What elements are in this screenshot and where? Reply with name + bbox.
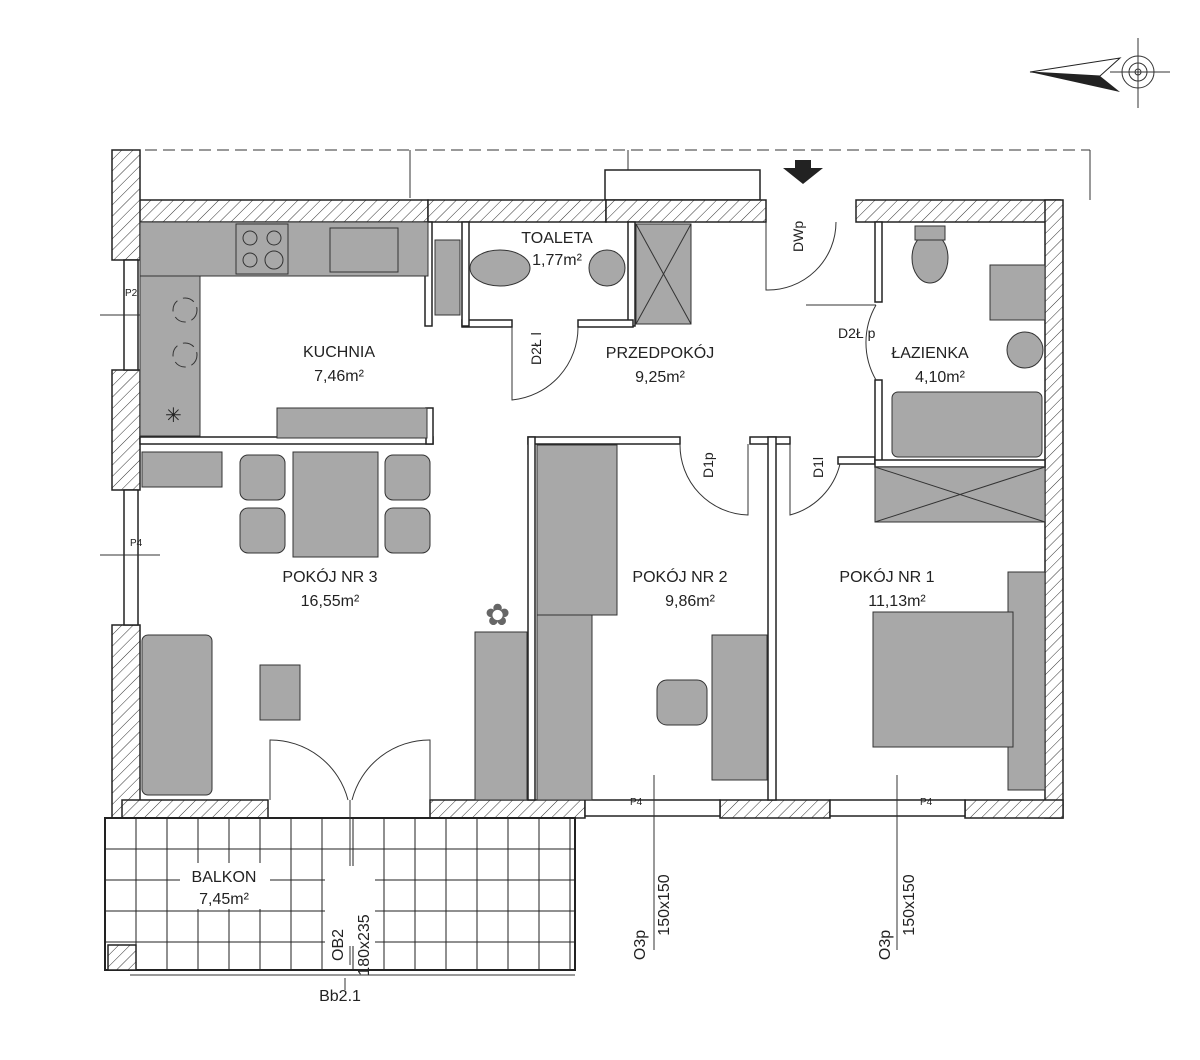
exterior-dashed-outline [145,149,1091,201]
washbasin-icon [588,249,626,287]
bathtub-icon [891,391,1043,458]
door-label: D1l [810,457,826,478]
room-name-balkon: BALKON [192,869,257,886]
desk [711,634,768,781]
chair [656,679,708,726]
room-area-lazienka: 4,10m² [915,369,965,386]
room-name-przedpokoj: PRZEDPOKÓJ [606,343,714,362]
sink-icon [329,227,399,273]
opening-size: 150x150 [901,874,918,935]
door-label: D2Ł p [838,325,876,341]
room-area-balkon: 7,45m² [199,891,249,908]
plant-icon: ✿ [485,599,510,632]
room-name-kuchnia: KUCHNIA [303,344,375,361]
room-area-pokoj2: 9,86m² [665,593,715,610]
stove-icon [235,223,289,275]
opening-code: O3p [877,930,894,960]
room-area-przedpokoj: 9,25m² [635,369,685,386]
opening-code: OB2 [330,929,347,961]
door-label: DWp [790,221,806,252]
door-label: D2Ł l [528,332,544,365]
opening-size: 150x150 [656,874,673,935]
room-area-kuchnia: 7,46m² [314,368,364,385]
dining-table [292,451,379,558]
furniture: ✳ ✿ [139,221,1046,801]
room-name-pokoj1: POKÓJ NR 1 [839,567,934,586]
room-name-toaleta: TOALETA [521,230,593,247]
toilet-icon [469,249,531,287]
room-area-pokoj3: 16,55m² [301,593,360,610]
door-label: D1p [700,452,716,478]
window-label: P2 [125,288,138,299]
room-area-pokoj1: 11,13m² [868,593,926,610]
entrance-arrow-icon [783,168,823,184]
sofa [141,634,213,796]
window-label: P4 [630,797,643,808]
fridge-icon: ✳ [165,405,182,427]
opening-labels: OB2 180x235 O3p 150x150 O3p 150x150 Bb2.… [319,775,918,1005]
compass-north-arrow-icon [1029,38,1170,108]
room-name-pokoj3: POKÓJ NR 3 [282,567,377,586]
room-labels: TOALETA 1,77m² KUCHNIA 7,46m² PRZEDPOKÓJ… [180,230,969,909]
window-label: P4 [920,797,933,808]
coffee-table [259,664,301,721]
window-label: P4 [130,538,143,549]
room-name-pokoj2: POKÓJ NR 2 [632,567,727,586]
doors: D2Ł l D2Ł p DWp D1p D1l [269,221,877,801]
opening-code: O3p [632,930,649,960]
room-area-toaleta: 1,77m² [532,252,582,269]
opening-size: 180x235 [356,914,373,975]
room-name-lazienka: ŁAZIENKA [891,345,969,362]
bed [872,611,1014,748]
balcony-code: Bb2.1 [319,988,361,1005]
walls [111,149,1064,819]
windows: P4 P4 P4 [100,259,966,817]
